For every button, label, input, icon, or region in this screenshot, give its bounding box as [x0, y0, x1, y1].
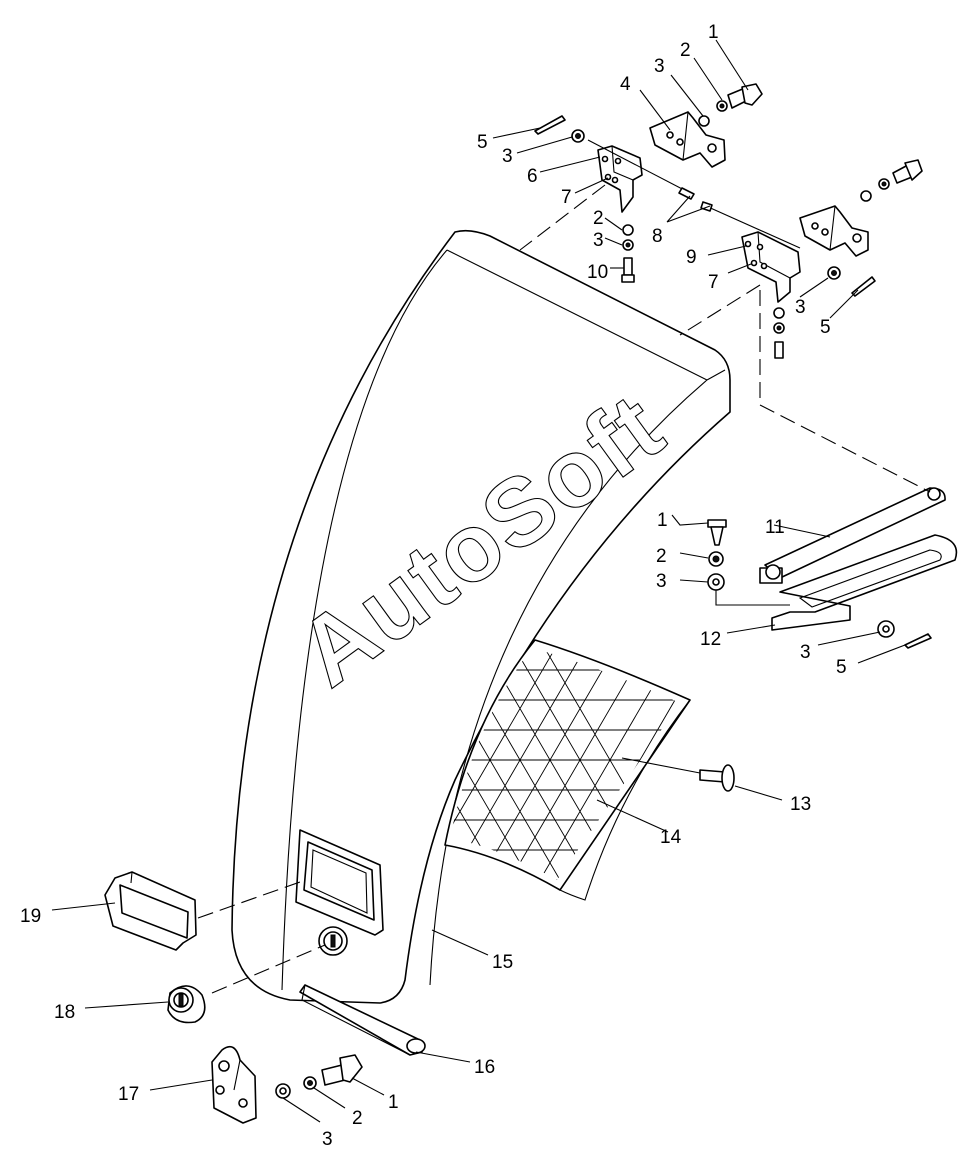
label-7-left: 7	[561, 187, 572, 208]
label-4: 4	[620, 74, 631, 95]
callout-labels: 1 2 3 4 5 3 6 7 8 2 3 10 9 7 3 5 11 1 2 …	[20, 22, 847, 1150]
label-6: 6	[527, 166, 538, 187]
label-11: 11	[765, 517, 785, 538]
label-10: 10	[587, 262, 608, 283]
label-1-top: 1	[708, 22, 719, 43]
seal-strip-16	[299, 984, 426, 1056]
label-2-top: 2	[680, 40, 691, 61]
bracket-17	[211, 1045, 257, 1124]
assembly-lines	[197, 184, 931, 994]
label-5-slot: 5	[836, 657, 847, 678]
label-9: 9	[686, 247, 697, 268]
label-13: 13	[790, 794, 811, 815]
fender-lock	[318, 926, 348, 956]
fender-body	[231, 229, 731, 1004]
label-3-lower: 3	[656, 571, 667, 592]
bolt-1-top	[727, 83, 763, 109]
label-2-mid: 2	[593, 208, 604, 229]
lock-18	[167, 985, 206, 1024]
label-12: 12	[700, 629, 721, 650]
label-16: 16	[474, 1057, 495, 1078]
mesh-panel	[444, 639, 691, 901]
label-14: 14	[660, 827, 682, 848]
label-2-bottom: 2	[352, 1108, 363, 1129]
label-5-left: 5	[477, 132, 488, 153]
label-1-mid: 1	[657, 510, 668, 531]
washer-3-top	[698, 115, 710, 127]
label-8: 8	[652, 226, 663, 247]
bolt-1-bottom	[321, 1054, 363, 1086]
hinge-9	[741, 231, 801, 303]
cotter-pin-5-left	[534, 115, 566, 135]
leader-lines	[51, 39, 906, 1123]
cotter-pin-5-right	[851, 276, 876, 297]
bolt-10	[623, 257, 633, 276]
pin-13	[699, 764, 735, 792]
label-17: 17	[118, 1084, 139, 1105]
washer-2-mid	[622, 224, 634, 236]
slide-bracket-12	[771, 534, 958, 631]
bolt-1-mid	[707, 519, 727, 528]
label-3-left: 3	[502, 146, 513, 167]
label-3-slot: 3	[800, 642, 811, 663]
bracket-right	[799, 205, 869, 257]
label-3-mid: 3	[593, 230, 604, 251]
cotter-pin-5-slot	[904, 633, 932, 649]
label-19: 19	[20, 906, 41, 927]
label-3-right: 3	[795, 297, 806, 318]
label-2-lower: 2	[656, 546, 667, 567]
bracket-4	[649, 111, 726, 168]
handle-19	[104, 871, 197, 951]
label-15: 15	[492, 952, 513, 973]
label-18: 18	[54, 1002, 75, 1023]
label-7-right: 7	[708, 272, 719, 293]
label-5-right: 5	[820, 317, 831, 338]
label-1-bottom: 1	[388, 1092, 399, 1113]
fender-handle-recess	[295, 829, 384, 936]
label-3-bottom: 3	[322, 1129, 333, 1150]
stay-arm-11	[759, 487, 946, 584]
label-3-top: 3	[654, 56, 665, 77]
